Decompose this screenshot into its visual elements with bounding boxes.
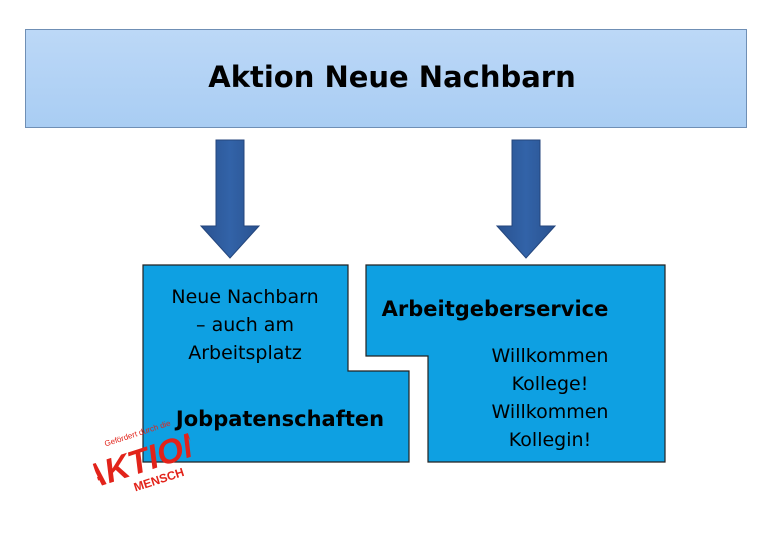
left-box-line-2: – auch am xyxy=(196,314,294,336)
right-box-title: Arbeitgeberservice xyxy=(381,297,609,321)
aktion-mensch-logo: Gefördert durch die AKTION MENSCH xyxy=(86,418,206,498)
left-box-subtitle: Jobpatenschaften xyxy=(175,407,385,431)
left-box-line-1: Neue Nachbarn xyxy=(171,286,319,308)
header-box: Aktion Neue Nachbarn xyxy=(25,29,747,128)
right-box-line-2: Kollege! xyxy=(511,373,589,395)
left-puzzle-box xyxy=(142,264,410,463)
right-puzzle-box xyxy=(365,264,666,463)
right-box-line-1: Willkommen xyxy=(491,345,609,367)
left-arrow xyxy=(199,139,261,259)
right-box-line-3: Willkommen xyxy=(491,401,609,423)
page-title: Aktion Neue Nachbarn xyxy=(208,60,576,94)
right-box-line-4: Kollegin! xyxy=(508,429,592,451)
right-arrow xyxy=(495,139,557,259)
left-box-line-3: Arbeitsplatz xyxy=(188,342,302,364)
